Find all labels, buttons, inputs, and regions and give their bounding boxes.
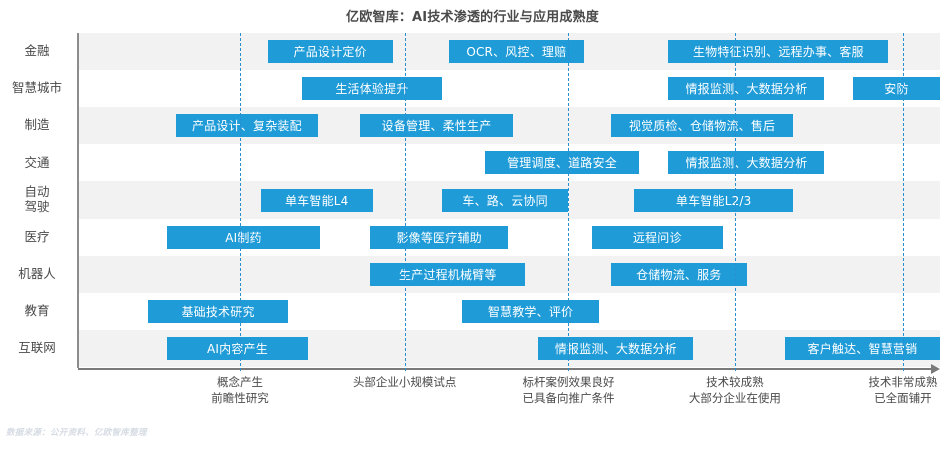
y-axis-label: 教育 — [24, 302, 50, 318]
y-axis-label: 智慧城市 — [11, 80, 62, 96]
x-axis-tick-label: 头部企业小规模试点 — [352, 375, 457, 389]
y-axis-label: 交通 — [24, 154, 50, 170]
gridline — [240, 33, 242, 371]
chart-bar[interactable]: 智慧教学、评价 — [461, 299, 600, 323]
y-axis-line — [77, 33, 79, 368]
chart-bar[interactable]: 车、路、云协同 — [441, 188, 569, 212]
chart-bar[interactable]: 安防 — [852, 77, 940, 101]
chart-bar[interactable]: 影像等医疗辅助 — [370, 225, 509, 249]
y-axis-label: 自动 驾驶 — [24, 184, 50, 214]
y-axis-label: 金融 — [24, 43, 50, 59]
chart-bar[interactable]: 情报监测、大数据分析 — [668, 151, 825, 175]
chart-bar[interactable]: 生产过程机械臂等 — [370, 262, 526, 286]
y-axis-label: 制造 — [24, 117, 50, 133]
gridline — [404, 33, 406, 371]
chart-bar[interactable]: 产品设计定价 — [267, 40, 393, 64]
chart-bar[interactable]: 视觉质检、仓储物流、售后 — [610, 114, 794, 138]
chart-bar[interactable]: 生物特征识别、远程办事、客服 — [668, 40, 889, 64]
chart-bar[interactable]: 基础技术研究 — [147, 299, 289, 323]
chart-bar[interactable]: OCR、风控、理赔 — [448, 40, 584, 64]
page-title: 亿欧智库：AI技术渗透的行业与应用成熟度 — [346, 10, 599, 25]
source-note: 数据来源：公开资料、亿欧智库整理 — [6, 428, 147, 438]
gridline — [734, 33, 736, 371]
y-axis-label: 互联网 — [18, 340, 56, 356]
x-axis-line — [78, 368, 933, 370]
chart-bar[interactable]: 生活体验提升 — [302, 77, 442, 101]
gridline — [902, 33, 904, 371]
y-axis-label: 机器人 — [18, 265, 56, 281]
x-axis-tick-label: 技术非常成熟 已全面铺开 — [868, 375, 938, 405]
chart-bar[interactable]: 产品设计、复杂装配 — [176, 114, 318, 138]
chart-bar[interactable]: 单车智能L2/3 — [633, 188, 794, 212]
y-axis-label: 医疗 — [24, 228, 50, 244]
x-axis-tick-label: 标杆案例效果良好 已具备向推广条件 — [522, 375, 615, 405]
chart-bar[interactable]: 单车智能L4 — [260, 188, 373, 212]
chart-bar[interactable]: 管理调度、道路安全 — [484, 151, 640, 175]
x-axis-tick-label: 技术较成熟 大部分企业在使用 — [688, 375, 781, 405]
chart-bar[interactable]: 情报监测、大数据分析 — [538, 336, 694, 360]
gridline — [568, 33, 570, 371]
x-axis-tick-label: 概念产生 前瞻性研究 — [211, 375, 269, 405]
x-axis-arrow-icon — [931, 363, 940, 374]
y-axis-category-labels: 金融智慧城市制造交通自动 驾驶医疗机器人教育互联网 — [0, 33, 74, 367]
chart-bar[interactable]: 情报监测、大数据分析 — [668, 77, 825, 101]
chart-bar[interactable]: 客户触达、智慧营销 — [784, 336, 940, 360]
chart-bar[interactable]: 设备管理、柔性生产 — [359, 114, 514, 138]
chart-bar[interactable]: AI制药 — [166, 225, 321, 249]
chart-bar[interactable]: AI内容产生 — [166, 336, 309, 360]
chart-bar[interactable]: 远程问诊 — [591, 225, 723, 249]
chart-bar[interactable]: 仓储物流、服务 — [610, 262, 747, 286]
